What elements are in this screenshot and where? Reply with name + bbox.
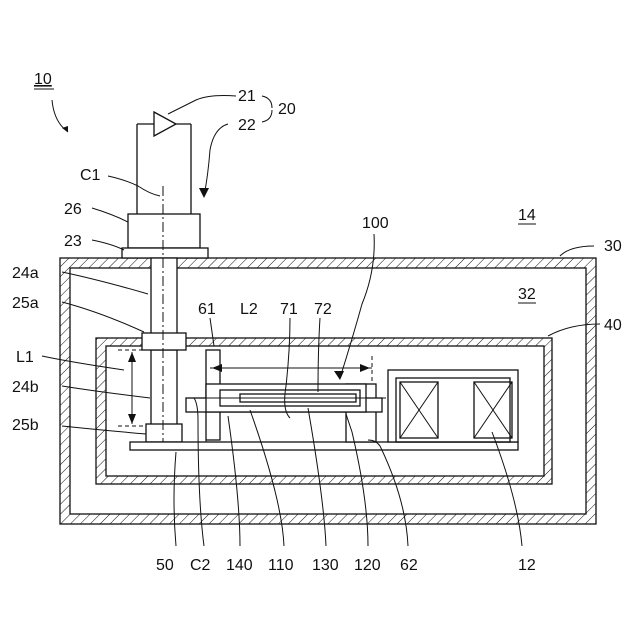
label-72: 72 bbox=[314, 301, 332, 318]
label-l1: L1 bbox=[16, 349, 34, 366]
label-25a: 25a bbox=[12, 295, 39, 312]
dimension-l2 bbox=[210, 356, 372, 384]
stroke-l1 bbox=[118, 350, 146, 426]
label-20: 20 bbox=[278, 101, 296, 118]
shaft bbox=[142, 258, 186, 442]
feed-assembly bbox=[122, 124, 208, 258]
label-40: 40 bbox=[604, 317, 622, 334]
label-c2: C2 bbox=[190, 557, 211, 574]
label-c1: C1 bbox=[80, 167, 101, 184]
label-12: 12 bbox=[518, 557, 536, 574]
label-110: 110 bbox=[268, 557, 294, 574]
label-50: 50 bbox=[156, 557, 174, 574]
base-plate bbox=[130, 442, 518, 450]
label-130: 130 bbox=[312, 557, 339, 574]
label-30: 30 bbox=[604, 238, 622, 255]
label-24b: 24b bbox=[12, 379, 39, 396]
label-21: 21 bbox=[238, 88, 256, 105]
label-22: 22 bbox=[238, 117, 256, 134]
labels: 10 21 20 22 C1 26 23 14 30 32 40 100 L2 … bbox=[12, 71, 622, 574]
label-14: 14 bbox=[518, 207, 536, 224]
label-62: 62 bbox=[400, 557, 418, 574]
label-23: 23 bbox=[64, 233, 82, 250]
label-32: 32 bbox=[518, 286, 536, 303]
coil-block bbox=[388, 370, 518, 442]
label-61: 61 bbox=[198, 301, 216, 318]
label-140: 140 bbox=[226, 557, 253, 574]
label-26: 26 bbox=[64, 201, 82, 218]
label-24a: 24a bbox=[12, 265, 39, 282]
label-l2: L2 bbox=[240, 301, 258, 318]
label-100: 100 bbox=[362, 215, 389, 232]
label-fig-ref: 10 bbox=[34, 71, 52, 88]
beam-triangle-icon bbox=[154, 112, 176, 136]
label-25b: 25b bbox=[12, 417, 39, 434]
label-120: 120 bbox=[354, 557, 381, 574]
label-71: 71 bbox=[280, 301, 298, 318]
